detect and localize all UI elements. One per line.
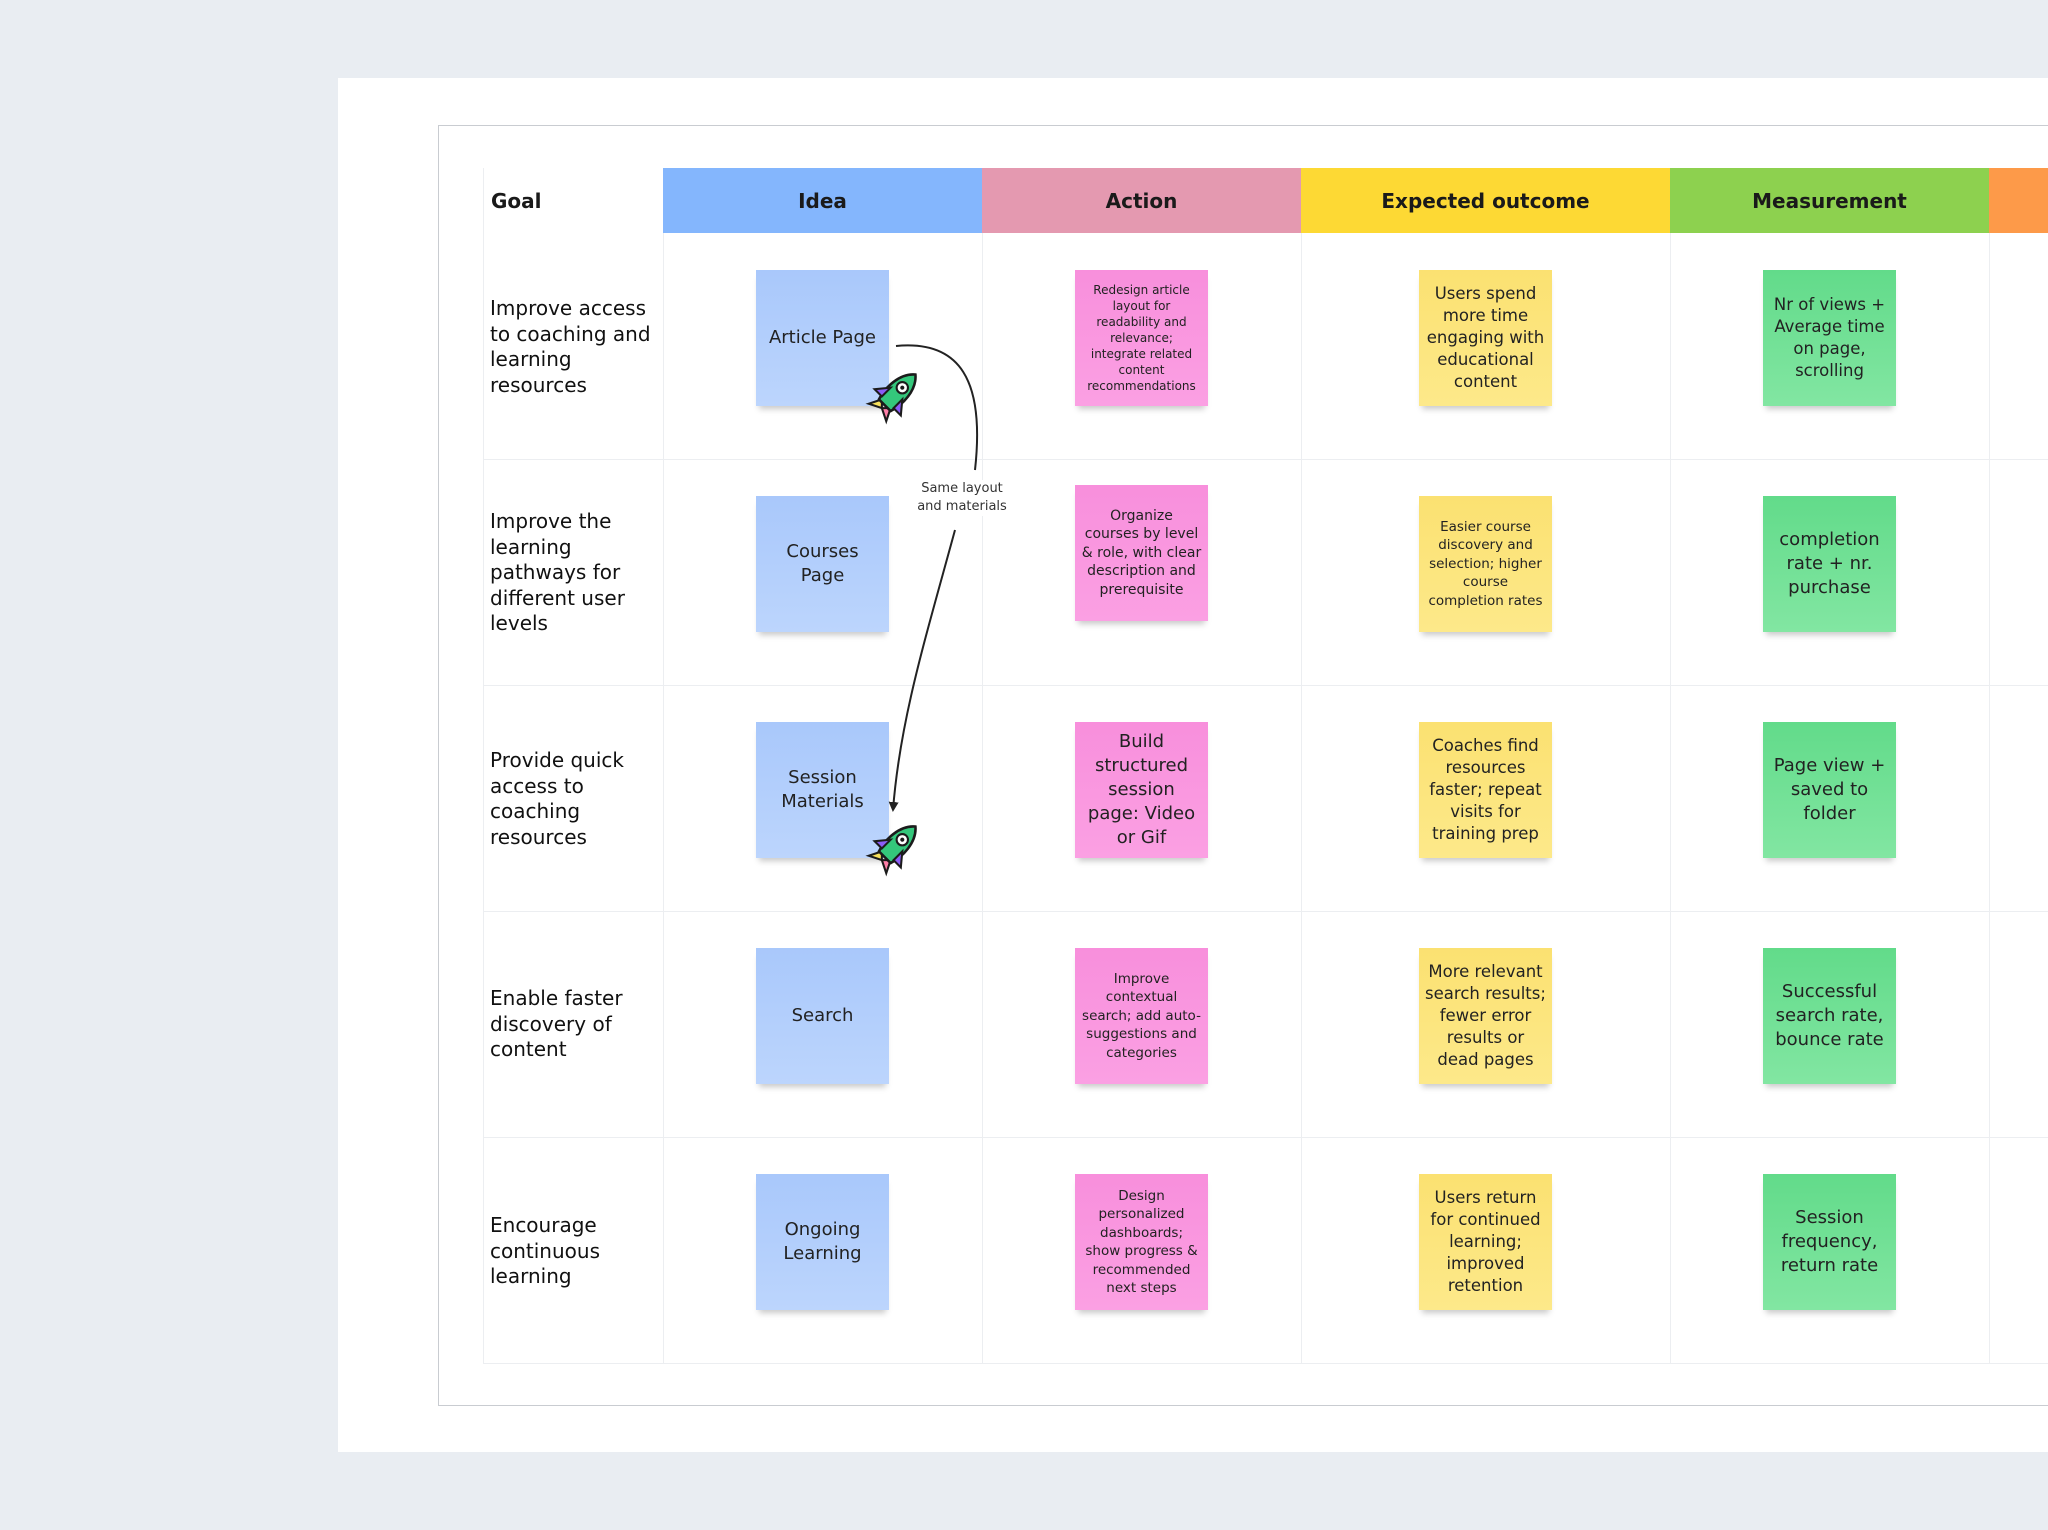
- measurement-sticky-note[interactable]: Nr of views + Average time on page, scro…: [1763, 270, 1896, 406]
- header-goal[interactable]: Goal: [483, 168, 663, 233]
- goal-cell[interactable]: Enable faster discovery of content: [490, 986, 623, 1061]
- grid-line: [483, 685, 2048, 686]
- grid-line: [982, 233, 983, 1363]
- idea-sticky-note[interactable]: Search: [756, 948, 889, 1084]
- header-action[interactable]: Action: [982, 168, 1301, 233]
- action-sticky-note[interactable]: Organize courses by level & role, with c…: [1075, 485, 1208, 621]
- idea-sticky-note[interactable]: Session Materials: [756, 722, 889, 858]
- grid-line: [1670, 233, 1671, 1363]
- action-sticky-note[interactable]: Build structured session page: Video or …: [1075, 722, 1208, 858]
- grid-line: [483, 168, 484, 1363]
- goal-cell[interactable]: Encourage continuous learning: [490, 1213, 600, 1288]
- grid-line: [1989, 233, 1990, 1363]
- action-sticky-note[interactable]: Improve contextual search; add auto-sugg…: [1075, 948, 1208, 1084]
- header-expected-outcome[interactable]: Expected outcome: [1301, 168, 1670, 233]
- grid-line: [483, 1363, 2048, 1364]
- action-sticky-note[interactable]: Design personalized dashboards; show pro…: [1075, 1174, 1208, 1310]
- outcome-sticky-note[interactable]: Users return for continued learning; imp…: [1419, 1174, 1552, 1310]
- header-measurement[interactable]: Measurement: [1670, 168, 1989, 233]
- header-extra-column[interactable]: [1989, 168, 2048, 233]
- measurement-sticky-note[interactable]: Page view + saved to folder: [1763, 722, 1896, 858]
- idea-sticky-note[interactable]: Courses Page: [756, 496, 889, 632]
- grid-line: [663, 233, 664, 1363]
- grid-line: [483, 1137, 2048, 1138]
- goal-cell[interactable]: Provide quick access to coaching resourc…: [490, 748, 624, 849]
- grid-line: [483, 459, 2048, 460]
- connector-label[interactable]: Same layout and materials: [912, 480, 1012, 516]
- measurement-sticky-note[interactable]: Session frequency, return rate: [1763, 1174, 1896, 1310]
- idea-sticky-note[interactable]: Article Page: [756, 270, 889, 406]
- goal-cell[interactable]: Improve access to coaching and learning …: [490, 296, 651, 397]
- outcome-sticky-note[interactable]: More relevant search results; fewer erro…: [1419, 948, 1552, 1084]
- grid-line: [1301, 233, 1302, 1363]
- measurement-sticky-note[interactable]: Successful search rate, bounce rate: [1763, 948, 1896, 1084]
- outcome-sticky-note[interactable]: Coaches find resources faster; repeat vi…: [1419, 722, 1552, 858]
- rocket-icon[interactable]: [862, 362, 928, 428]
- idea-sticky-note[interactable]: Ongoing Learning: [756, 1174, 889, 1310]
- goal-cell[interactable]: Improve the learning pathways for differ…: [490, 509, 625, 635]
- rocket-icon[interactable]: [862, 814, 928, 880]
- outcome-sticky-note[interactable]: Users spend more time engaging with educ…: [1419, 270, 1552, 406]
- measurement-sticky-note[interactable]: completion rate + nr. purchase: [1763, 496, 1896, 632]
- header-idea[interactable]: Idea: [663, 168, 982, 233]
- action-sticky-note[interactable]: Redesign article layout for readability …: [1075, 270, 1208, 406]
- outcome-sticky-note[interactable]: Easier course discovery and selection; h…: [1419, 496, 1552, 632]
- grid-line: [483, 911, 2048, 912]
